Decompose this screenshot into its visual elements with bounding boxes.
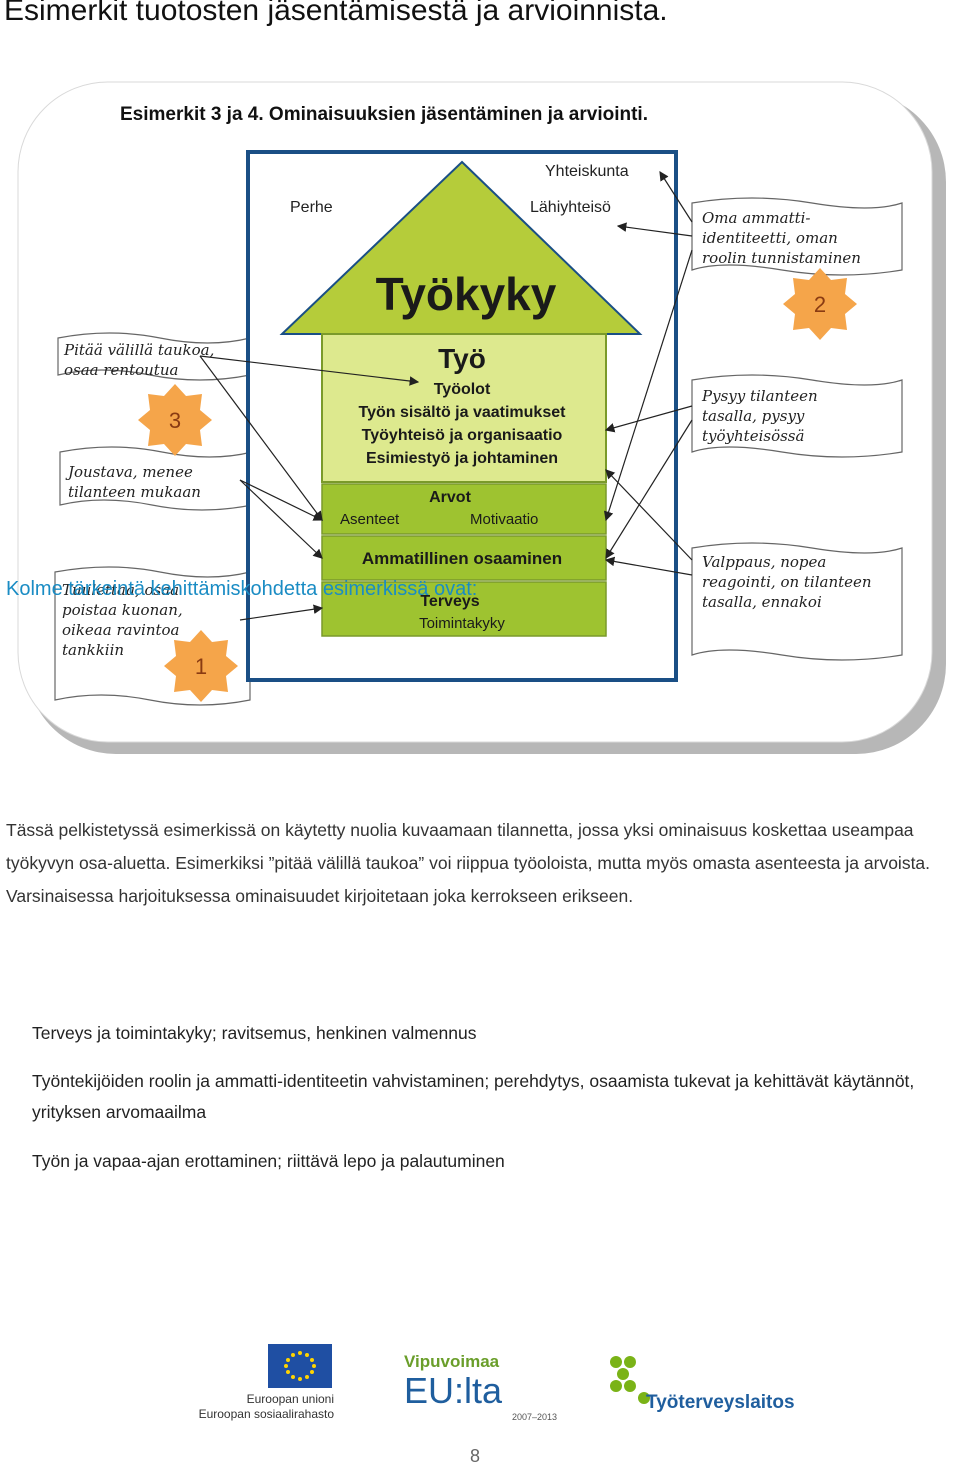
note-right-1: Oma ammatti-identiteetti, oman roolin tu… xyxy=(702,209,861,267)
note-paper-mid-right xyxy=(691,374,903,458)
eu-line-2: Euroopan sosiaalirahasto xyxy=(198,1407,334,1421)
ttl-symbol-icon xyxy=(610,1356,650,1404)
body-paragraph: Tässä pelkistetyssä esimerkissä on käyte… xyxy=(6,820,931,906)
work-line-3: Työyhteisö ja organisaatio xyxy=(362,427,563,444)
list-item: Työn ja vapaa-ajan erottaminen; riittävä… xyxy=(32,1151,505,1171)
competence-title: Ammatillinen osaaminen xyxy=(362,549,562,568)
health-title: Terveys xyxy=(420,593,479,610)
health-box xyxy=(321,581,607,637)
work-title: Työ xyxy=(438,343,486,374)
eu-logo: Euroopan unioni Euroopan sosiaalirahasto xyxy=(192,1344,342,1424)
arrows-left xyxy=(199,355,420,621)
badge-1: 1 xyxy=(164,630,238,702)
badge-2: 2 xyxy=(783,268,857,340)
motivation-label: Motivaatio xyxy=(470,511,538,528)
svg-text:3: 3 xyxy=(169,408,181,433)
note-left-2: Joustava, menee tilanteen mukaan xyxy=(68,463,201,501)
ttl-logo: Työterveyslaitos xyxy=(608,1354,798,1420)
arrows-right xyxy=(603,170,693,576)
section-heading: Kolme tärkeintä kehittämiskohdetta esime… xyxy=(6,578,478,600)
page-number: 8 xyxy=(470,1446,481,1466)
ttl-name: Työterveyslaitos xyxy=(646,1392,795,1413)
eu-line-1: Euroopan unioni xyxy=(246,1392,334,1406)
work-ability-label: Työkyky xyxy=(376,268,557,320)
work-line-4: Esimiestyö ja johtaminen xyxy=(366,450,558,467)
note-left-1: Pitää välillä taukoa, osaa rentoutua xyxy=(64,341,215,379)
note-paper-top-right xyxy=(691,197,903,276)
svg-text:2: 2 xyxy=(814,292,826,317)
vipu-years: 2007–2013 xyxy=(512,1412,558,1422)
note-left-3: Tuulettaa, osaa poistaa kuonan, oikeaa r… xyxy=(62,581,183,659)
attitudes-label: Asenteet xyxy=(340,511,400,528)
badge-3: 3 xyxy=(138,384,212,456)
community-label: Lähiyhteisö xyxy=(530,199,611,216)
work-ability-house-diagram: Yhteiskunta Perhe Lähiyhteisö Työkyky Ty… xyxy=(54,150,903,706)
work-line-1: Työolot xyxy=(434,381,491,398)
note-right-3: Valppaus, nopea reagointi, on tilanteen … xyxy=(702,553,872,611)
functional-capacity-label: Toimintakyky xyxy=(419,615,505,632)
vipuvoimaa-logo: Vipuvoimaa EU:lta 2007–2013 xyxy=(404,1352,564,1422)
figure-title: Esimerkit 3 ja 4. Ominaisuuksien jäsentä… xyxy=(120,104,648,125)
vipu-main: EU:lta xyxy=(404,1370,503,1411)
values-title: Arvot xyxy=(429,489,471,506)
values-box xyxy=(321,483,607,535)
family-label: Perhe xyxy=(290,199,333,216)
work-box xyxy=(321,333,607,483)
society-label: Yhteiskunta xyxy=(545,163,629,180)
vipu-top: Vipuvoimaa xyxy=(404,1352,500,1371)
list-item: Työntekijöiden roolin ja ammatti-identit… xyxy=(32,1071,915,1122)
work-line-2: Työn sisältö ja vaatimukset xyxy=(359,404,567,421)
note-right-2: Pysyy tilanteen tasalla, pysyy työyhteis… xyxy=(702,387,818,445)
svg-text:1: 1 xyxy=(195,654,207,679)
eu-flag-icon xyxy=(268,1344,332,1388)
list-item: Terveys ja toimintakyky; ravitsemus, hen… xyxy=(32,1023,477,1043)
competence-box xyxy=(321,535,607,581)
note-paper-bottom-right xyxy=(691,542,903,661)
page-title: Esimerkit tuotosten jäsentämisestä ja ar… xyxy=(4,0,668,27)
